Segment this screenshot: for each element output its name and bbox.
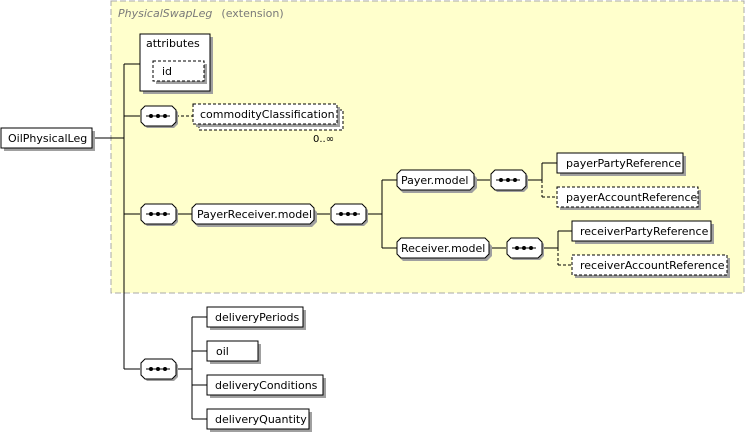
- sequence-compositor-icon: [140, 358, 178, 381]
- commodity-classification-occurrence: 0..∞: [313, 134, 334, 145]
- svg-text:PhysicalSwapLeg (extensi: PhysicalSwapLeg (extension): [118, 2, 284, 21]
- receiver-model-group[interactable]: Receiver.model: [396, 237, 492, 261]
- commodity-classification-label: commodityClassification: [200, 108, 335, 121]
- delivery-conditions-label: deliveryConditions: [215, 379, 318, 392]
- extension-base-label: PhysicalSwapLeg: [118, 7, 212, 20]
- payer-receiver-model-label: PayerReceiver.model: [197, 208, 312, 221]
- payer-account-reference-element[interactable]: payerAccountReference: [556, 186, 701, 210]
- payer-party-reference-label: payerPartyReference: [566, 157, 681, 170]
- delivery-quantity-label: deliveryQuantity: [215, 413, 307, 426]
- sequence-compositor-icon: [140, 105, 178, 128]
- connector-lines: [95, 63, 572, 420]
- sequence-compositor-icon: [506, 237, 544, 260]
- extension-suffix-label: (extension): [221, 7, 283, 20]
- oil-label: oil: [216, 345, 229, 358]
- attributes-group[interactable]: attributes id: [139, 33, 213, 94]
- payer-model-label: Payer.model: [401, 174, 468, 187]
- delivery-periods-element[interactable]: deliveryPeriods: [206, 306, 306, 330]
- receiver-party-reference-element[interactable]: receiverPartyReference: [571, 220, 714, 244]
- commodity-classification-element[interactable]: commodityClassification 0..∞: [192, 103, 344, 145]
- sequence-compositor-icon: [490, 169, 528, 192]
- oil-element[interactable]: oil: [206, 340, 261, 364]
- delivery-conditions-element[interactable]: deliveryConditions: [206, 374, 326, 398]
- attribute-id[interactable]: id: [152, 60, 207, 84]
- root-label: OilPhysicalLeg: [8, 132, 87, 145]
- receiver-account-reference-label: receiverAccountReference: [580, 259, 725, 272]
- receiver-account-reference-element[interactable]: receiverAccountReference: [571, 254, 730, 278]
- sequence-compositor-icon: [140, 203, 178, 226]
- payer-account-reference-label: payerAccountReference: [566, 191, 698, 204]
- receiver-model-label: Receiver.model: [401, 242, 485, 255]
- payer-party-reference-element[interactable]: payerPartyReference: [556, 152, 686, 176]
- receiver-party-reference-label: receiverPartyReference: [580, 225, 709, 238]
- payer-model-group[interactable]: Payer.model: [396, 169, 477, 193]
- sequence-compositor-icon: [330, 203, 368, 226]
- attribute-id-label: id: [162, 65, 172, 78]
- root-element[interactable]: OilPhysicalLeg: [0, 127, 95, 151]
- delivery-periods-label: deliveryPeriods: [215, 311, 299, 324]
- delivery-quantity-element[interactable]: deliveryQuantity: [206, 408, 312, 432]
- payer-receiver-model-group[interactable]: PayerReceiver.model: [191, 203, 317, 227]
- attributes-title: attributes: [146, 37, 200, 50]
